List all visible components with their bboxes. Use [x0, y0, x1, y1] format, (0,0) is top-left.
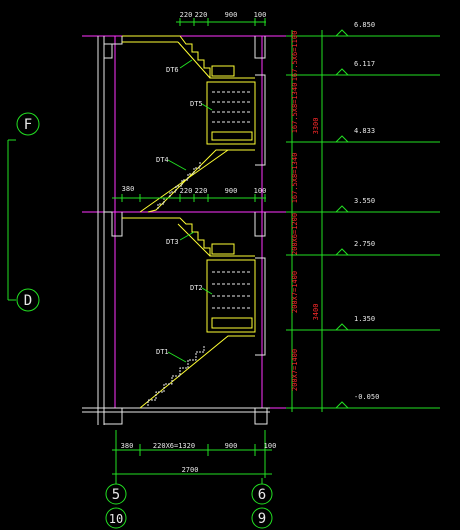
svg-text:220: 220	[195, 187, 208, 195]
label-dt1: DT1	[156, 348, 169, 356]
axis-label-d: D	[24, 293, 32, 309]
svg-text:9: 9	[258, 511, 266, 527]
dim-bottom: 380 220X6=1320 900 100 2700	[112, 430, 276, 478]
axis-label-f: F	[24, 117, 32, 133]
svg-text:100: 100	[264, 442, 277, 450]
svg-text:100: 100	[254, 187, 267, 195]
axis-bubble-5	[105, 483, 127, 505]
dim-right-vertical: 167.5X6=1100 167.5X8=1340 167.5X8=1340 2…	[286, 30, 440, 412]
svg-text:200X6=1200: 200X6=1200	[291, 213, 299, 255]
svg-text:900: 900	[225, 11, 238, 19]
svg-text:167.5X8=1340: 167.5X8=1340	[291, 83, 299, 134]
svg-text:900: 900	[225, 442, 238, 450]
stair-labels: DT6 DT5 DT4 DT3 DT2 DT1	[156, 59, 213, 363]
dim-top: 220 220 900 100	[176, 11, 266, 26]
structure-walls	[82, 36, 270, 425]
axis-bubble-9	[251, 507, 273, 529]
svg-text:6: 6	[258, 487, 266, 503]
label-dt5: DT5	[190, 100, 203, 108]
svg-text:167.5X6=1100: 167.5X6=1100	[291, 31, 299, 82]
label-dt3: DT3	[166, 238, 179, 246]
svg-text:3400: 3400	[312, 304, 320, 321]
svg-text:380: 380	[121, 442, 134, 450]
svg-text:220: 220	[180, 11, 193, 19]
svg-text:167.5X8=1340: 167.5X8=1340	[291, 153, 299, 204]
elevation-marks: 6.850 6.117 4.833 3.550 2.750 1.350 -0.0…	[335, 21, 379, 409]
svg-text:-0.050: -0.050	[354, 393, 379, 401]
svg-text:4.833: 4.833	[354, 127, 375, 135]
label-dt2: DT2	[190, 284, 203, 292]
total-dim: 2700	[182, 466, 199, 474]
axis-bubble-d	[16, 288, 40, 312]
svg-text:10: 10	[109, 512, 123, 526]
svg-text:6.850: 6.850	[354, 21, 375, 29]
svg-text:1.350: 1.350	[354, 315, 375, 323]
axis-grid-bottom: 5 6 10 9	[105, 478, 273, 529]
axis-grid-left: F D	[7, 112, 40, 312]
svg-text:380: 380	[122, 185, 135, 193]
svg-text:6.117: 6.117	[354, 60, 375, 68]
svg-text:220: 220	[195, 11, 208, 19]
svg-text:900: 900	[225, 187, 238, 195]
dim-middle: 380 220 220 900 100	[112, 185, 266, 202]
svg-text:100: 100	[254, 11, 267, 19]
svg-text:200X7=1400: 200X7=1400	[291, 271, 299, 313]
svg-text:2.750: 2.750	[354, 240, 375, 248]
stair-flights	[122, 35, 256, 409]
label-dt6: DT6	[166, 66, 179, 74]
axis-bubble-6	[251, 483, 273, 505]
svg-text:5: 5	[112, 487, 120, 503]
axis-bubble-10	[105, 507, 127, 529]
axis-bubble-f	[16, 112, 40, 136]
svg-text:200X7=1400: 200X7=1400	[291, 349, 299, 391]
floor-lines	[82, 35, 430, 409]
svg-text:220X6=1320: 220X6=1320	[153, 442, 195, 450]
svg-text:220: 220	[180, 187, 193, 195]
svg-text:3300: 3300	[312, 118, 320, 135]
svg-text:3.550: 3.550	[354, 197, 375, 205]
label-dt4: DT4	[156, 156, 169, 164]
